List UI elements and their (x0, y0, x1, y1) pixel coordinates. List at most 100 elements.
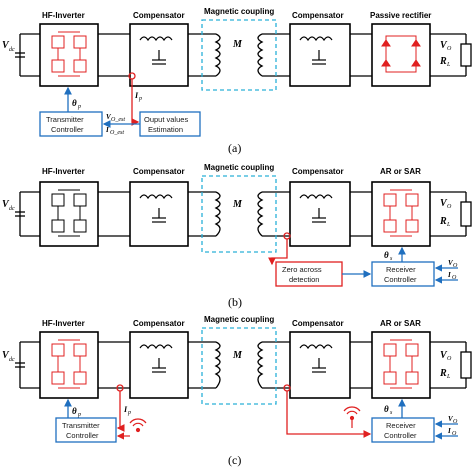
theta-s-label: θ (384, 404, 389, 414)
theta-p-sub: p (77, 412, 81, 418)
caption-a: (a) (228, 141, 241, 155)
theta-p-sub: p (77, 104, 81, 110)
controller-a1-line1: Transmitter (46, 115, 84, 124)
vo-sub: O (447, 204, 452, 210)
compensator-2-block (289, 331, 351, 399)
wireless-icon (129, 418, 147, 433)
vo-est-sub: O_est (111, 117, 125, 123)
controller-b1-line1: Zero across (282, 265, 322, 274)
mutual-inductance-label: M (232, 350, 243, 361)
compensator-2-label: Compensator (292, 11, 344, 20)
theta-p-label: θ (72, 98, 77, 108)
ip-signal (131, 79, 140, 126)
dc-capacitor (15, 362, 25, 368)
rectifier-block (371, 181, 431, 247)
vdc-label: V (2, 199, 10, 210)
ip-label: I (134, 91, 139, 100)
controller-c2-line2: Controller (384, 431, 417, 440)
rectifier-label: Passive rectifier (370, 11, 431, 20)
ip-sub: p (127, 410, 131, 416)
diagram-b: HF-Inverter Compensator Magnetic couplin… (2, 163, 472, 309)
compensator-1-label: Compensator (133, 11, 185, 20)
rectifier-switches (383, 189, 419, 237)
controller-b1-line2: detection (289, 275, 319, 284)
vo-label: V (440, 198, 448, 209)
io-in-sub: O (452, 431, 457, 437)
compensator-1-label: Compensator (133, 167, 185, 176)
estimation-box (139, 111, 201, 137)
vo-label: V (440, 350, 448, 361)
coupling-label: Magnetic coupling (204, 315, 274, 324)
compensator-2-lc (299, 194, 333, 223)
controller-c1-line2: Controller (66, 431, 99, 440)
compensator-2-block (289, 181, 351, 247)
theta-s-sub: s (390, 410, 393, 416)
compensator-1-lc (139, 194, 173, 223)
vdc-sub: dc (9, 206, 15, 212)
caption-b: (b) (228, 295, 242, 309)
power-rails (19, 341, 467, 389)
mutual-inductance-label: M (232, 199, 243, 210)
theta-s-label: θ (384, 250, 389, 260)
zero-cross-signal (268, 239, 288, 266)
controller-a2-line1: Ouput values (144, 115, 188, 124)
inverter-switches (51, 31, 87, 77)
ip-label: I (123, 405, 128, 414)
controller-b2-line2: Controller (384, 275, 417, 284)
compensator-1-lc (139, 36, 173, 65)
compensator-2-label: Compensator (292, 167, 344, 176)
compensator-1-lc (139, 344, 173, 373)
vo-sub: O (447, 356, 452, 362)
io-in-sub: O (452, 275, 457, 281)
rl-sub: L (446, 62, 451, 68)
coupling-box (201, 175, 277, 253)
rectifier-label: AR or SAR (380, 167, 421, 176)
load-resistor (460, 201, 472, 227)
inverter-switches (51, 189, 87, 237)
inverter-label: HF-Inverter (42, 167, 85, 176)
io-est-label: I (105, 126, 109, 134)
receiver-controller-box (371, 261, 435, 287)
rl-sub: L (446, 374, 451, 380)
controller-b2-line1: Receiver (386, 265, 416, 274)
ip-sub: p (138, 96, 142, 102)
wireless-icon (343, 406, 361, 421)
inverter-switches (51, 339, 87, 389)
coupling-box (201, 327, 277, 405)
coupling-box (201, 19, 277, 91)
power-rails (19, 191, 467, 237)
vo-sub: O (447, 46, 452, 52)
dc-capacitor (15, 52, 25, 58)
rl-sub: L (446, 222, 451, 228)
vdc-sub: dc (9, 47, 15, 53)
vo-in-label: V (448, 415, 454, 423)
inverter-label: HF-Inverter (42, 11, 85, 20)
ip-signal (116, 391, 125, 432)
io-in-label: I (447, 271, 451, 279)
rl-label: R (439, 56, 447, 67)
diagram-c: HF-Inverter Compensator Magnetic couplin… (2, 315, 472, 467)
coupling-coils (214, 341, 264, 389)
compensator-1-label: Compensator (133, 319, 185, 328)
rectifier-diodes (381, 35, 421, 73)
theta-p-label: θ (72, 406, 77, 416)
compensator-2-label: Compensator (292, 319, 344, 328)
io-in-label: I (447, 427, 451, 435)
rl-label: R (439, 368, 447, 379)
rectifier-block (371, 331, 431, 399)
theta-s-sub: s (390, 256, 393, 262)
coupling-label: Magnetic coupling (204, 7, 274, 16)
caption-c: (c) (228, 453, 241, 467)
vo-in-sub: O (453, 419, 458, 425)
load-resistor (460, 351, 472, 379)
compensator-2-lc (299, 344, 333, 373)
receiver-controller-box (371, 417, 435, 443)
is-signal (286, 391, 372, 438)
controller-a2-line2: Estimation (148, 125, 183, 134)
vdc-sub: dc (9, 357, 15, 363)
inverter-label: HF-Inverter (42, 319, 85, 328)
rectifier-block (371, 23, 431, 87)
load-resistor (460, 43, 472, 67)
inverter-block (39, 331, 99, 399)
rectifier-switches (383, 339, 419, 389)
